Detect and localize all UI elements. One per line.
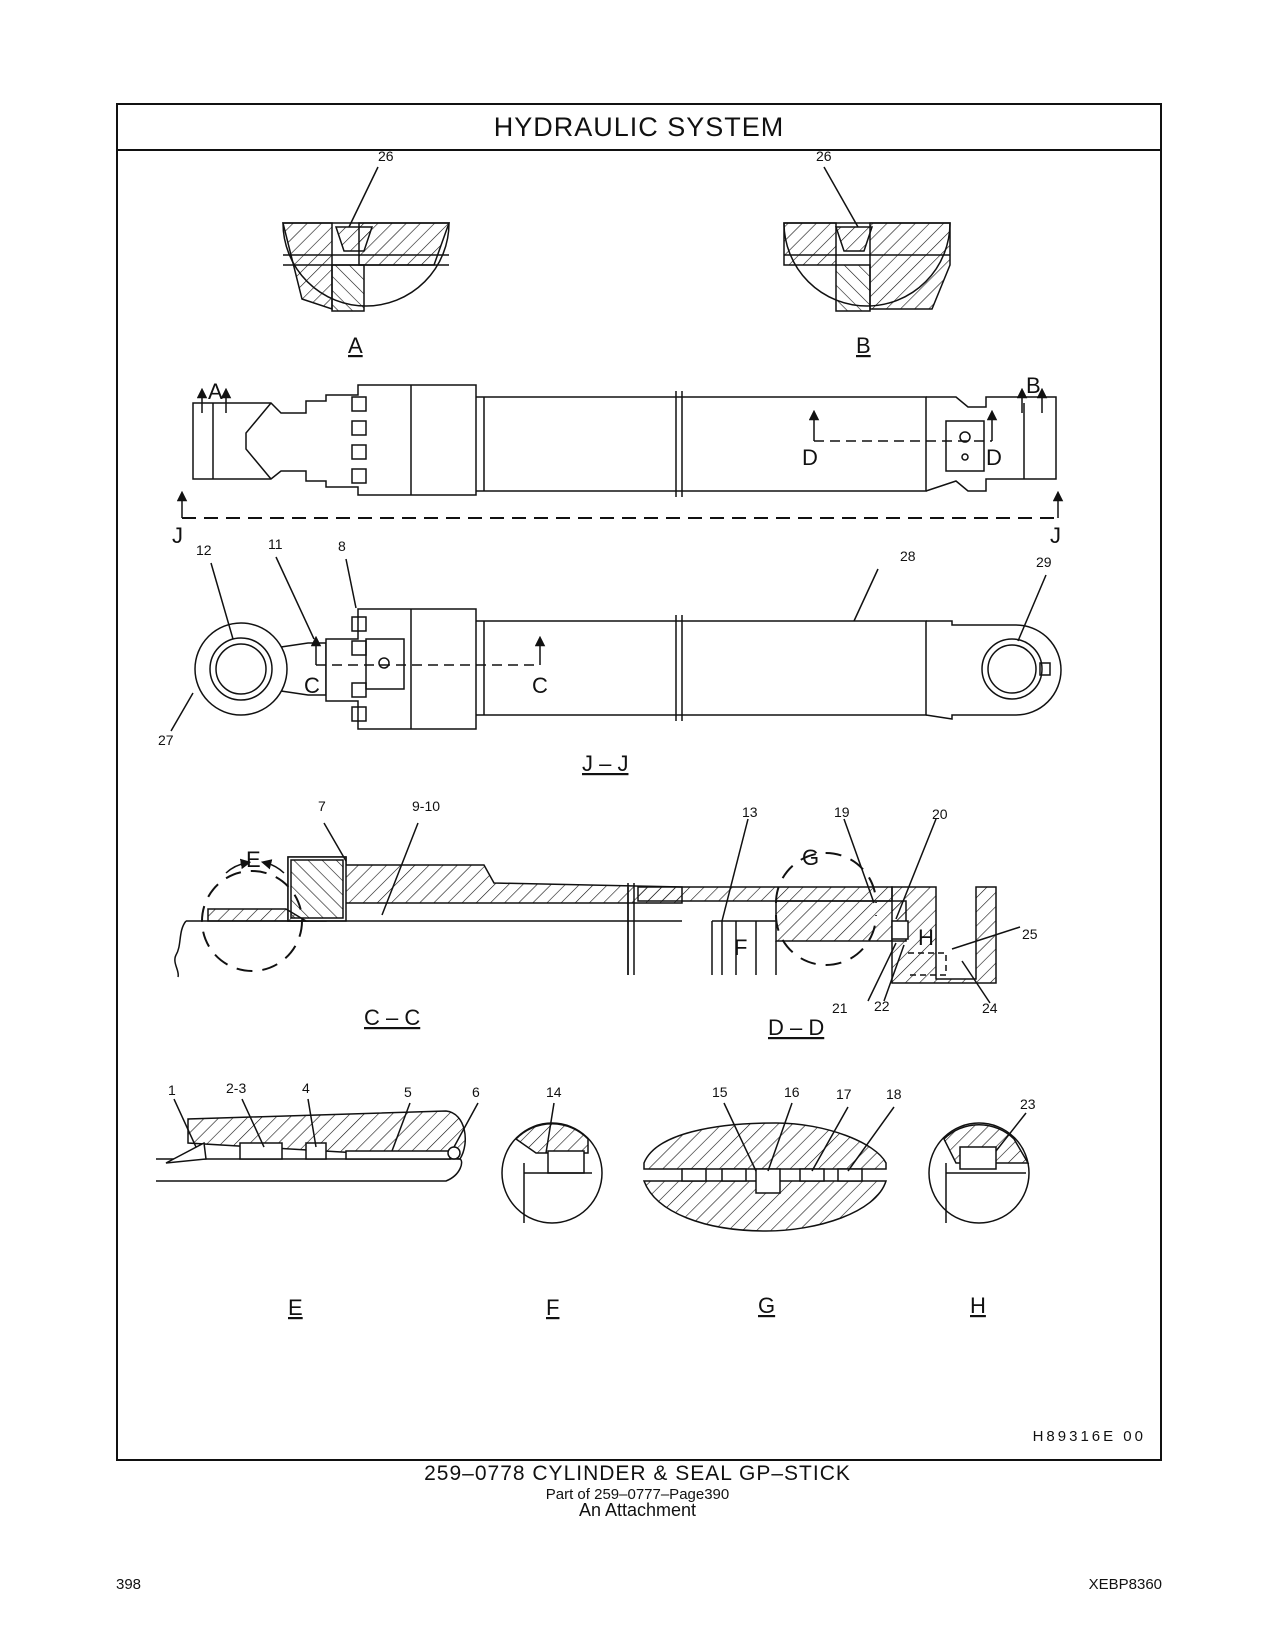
mark-f: F xyxy=(734,935,747,960)
mark-h: H xyxy=(918,925,934,950)
view-label-e: E xyxy=(288,1295,303,1320)
callout-14: 14 xyxy=(546,1084,562,1100)
mark-b: B xyxy=(1026,373,1041,398)
caption-attachment: An Attachment xyxy=(578,1500,697,1520)
caption-part-of: Part of 259–0777–Page390 xyxy=(545,1486,730,1503)
callout-16: 16 xyxy=(784,1084,800,1100)
callout-26-b: 26 xyxy=(816,148,832,164)
mark-c-right: C xyxy=(532,673,548,698)
caption-title: 259–0778 CYLINDER & SEAL GP–STICK xyxy=(424,1462,851,1485)
illustration-code: H89316E 00 xyxy=(1032,1428,1146,1445)
section-cc xyxy=(174,856,683,978)
callout-1: 1 xyxy=(168,1082,176,1098)
callout-6: 6 xyxy=(472,1084,480,1100)
drawing-frame: HYDRAULIC SYSTEM H89316E 00 xyxy=(116,103,1162,1461)
view-label-a: A xyxy=(348,333,363,358)
view-label-h: H xyxy=(970,1293,986,1318)
callout-8: 8 xyxy=(338,538,346,554)
callout-27: 27 xyxy=(158,732,174,748)
view-label-dd: D – D xyxy=(768,1015,824,1040)
callout-24: 24 xyxy=(982,1000,998,1016)
view-label-cc: C – C xyxy=(364,1005,420,1030)
callout-15: 15 xyxy=(712,1084,728,1100)
callout-23: 23 xyxy=(1020,1096,1036,1112)
callout-26-a: 26 xyxy=(378,148,394,164)
cylinder-drawing: 26 26 A B A B D D J J 12 11 8 28 29 27 C… xyxy=(156,148,1064,1320)
view-label-g: G xyxy=(758,1293,775,1318)
document-code: XEBP8360 xyxy=(1088,1576,1162,1593)
callout-22: 22 xyxy=(874,998,890,1014)
mark-d-right: D xyxy=(986,445,1002,470)
detail-b xyxy=(783,222,951,312)
view-label-b: B xyxy=(856,333,871,358)
callout-19: 19 xyxy=(834,804,850,820)
cylinder-section-jj xyxy=(194,608,1062,730)
callout-21: 21 xyxy=(832,1000,848,1016)
page-number: 398 xyxy=(116,1576,142,1593)
callout-9-10: 9-10 xyxy=(412,798,440,814)
callout-7: 7 xyxy=(318,798,326,814)
mark-g: G xyxy=(802,845,819,870)
section-title: HYDRAULIC SYSTEM xyxy=(118,105,1160,151)
mark-j-left: J xyxy=(172,523,183,548)
mark-e: E xyxy=(246,847,261,872)
mark-d-left: D xyxy=(802,445,818,470)
mark-j-right: J xyxy=(1050,523,1061,548)
callout-5: 5 xyxy=(404,1084,412,1100)
callout-18: 18 xyxy=(886,1086,902,1102)
callout-17: 17 xyxy=(836,1086,852,1102)
section-dd xyxy=(627,852,997,984)
mark-c-left: C xyxy=(304,673,320,698)
view-label-jj: J – J xyxy=(582,751,628,776)
mark-a: A xyxy=(208,379,223,404)
callout-13: 13 xyxy=(742,804,758,820)
callout-28: 28 xyxy=(900,548,916,564)
callout-20: 20 xyxy=(932,806,948,822)
callout-11: 11 xyxy=(268,536,283,552)
callout-12: 12 xyxy=(196,542,212,558)
detail-f xyxy=(501,1122,603,1224)
detail-h xyxy=(928,1122,1030,1224)
cylinder-elevation xyxy=(192,384,1057,497)
detail-g xyxy=(642,1122,888,1232)
callout-4: 4 xyxy=(302,1080,310,1096)
callout-25: 25 xyxy=(1022,926,1038,942)
view-label-f: F xyxy=(546,1295,559,1320)
callout-2-3: 2-3 xyxy=(226,1080,246,1096)
detail-a xyxy=(282,222,451,312)
callout-29: 29 xyxy=(1036,554,1052,570)
detail-e xyxy=(156,1110,467,1182)
